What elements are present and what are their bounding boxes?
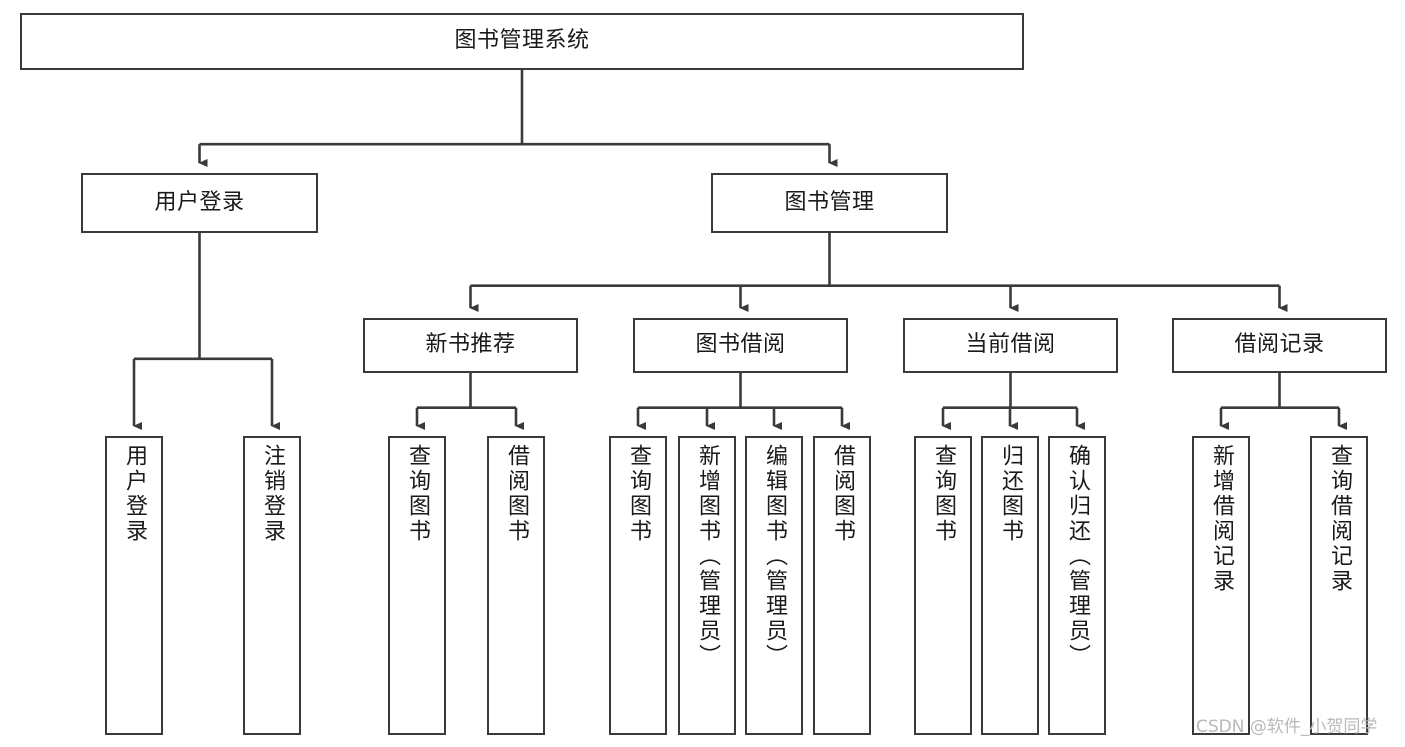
node-label: 借阅图书 [504,444,529,544]
node-label: 查询图书 [626,444,651,544]
node-current-borrow: 当前借阅 [903,318,1118,373]
node-leaf-add-book-admin: 新增图书（管理员） [678,436,736,735]
node-label: 编辑图书（管理员） [762,444,787,669]
node-book-management: 图书管理 [711,173,948,233]
node-root: 图书管理系统 [20,13,1024,70]
node-leaf-query-borrow-record: 查询借阅记录 [1310,436,1368,735]
node-label: 确认归还（管理员） [1065,444,1090,669]
node-leaf-confirm-return-admin: 确认归还（管理员） [1048,436,1106,735]
node-label: 图书管理 [784,189,875,215]
node-label: 图书借阅 [695,332,786,358]
node-leaf-query-book-current: 查询图书 [914,436,972,735]
node-label: 注销登录 [260,444,285,544]
node-label: 用户登录 [154,189,245,215]
node-label: 新书推荐 [425,332,516,358]
node-label: 当前借阅 [965,332,1056,358]
node-label: 借阅记录 [1234,332,1325,358]
node-label: 图书管理系统 [454,28,590,54]
node-label: 归还图书 [998,444,1023,544]
node-leaf-query-book-borrow: 查询图书 [609,436,667,735]
node-leaf-add-borrow-record: 新增借阅记录 [1192,436,1250,735]
node-leaf-borrow-book-recommend: 借阅图书 [487,436,545,735]
node-label: 用户登录 [122,444,147,544]
node-book-borrow: 图书借阅 [633,318,848,373]
node-new-book-recommend: 新书推荐 [363,318,578,373]
node-label: 查询图书 [931,444,956,544]
node-user-login: 用户登录 [81,173,318,233]
node-leaf-return-book: 归还图书 [981,436,1039,735]
node-label: 借阅图书 [830,444,855,544]
node-label: 查询借阅记录 [1327,444,1352,594]
node-label: 查询图书 [405,444,430,544]
node-leaf-edit-book-admin: 编辑图书（管理员） [745,436,803,735]
node-label: 新增借阅记录 [1209,444,1234,594]
node-leaf-logout-login: 注销登录 [243,436,301,735]
node-label: 新增图书（管理员） [695,444,720,669]
node-leaf-query-book-recommend: 查询图书 [388,436,446,735]
node-leaf-borrow-book: 借阅图书 [813,436,871,735]
node-borrow-record: 借阅记录 [1172,318,1387,373]
node-leaf-user-login: 用户登录 [105,436,163,735]
